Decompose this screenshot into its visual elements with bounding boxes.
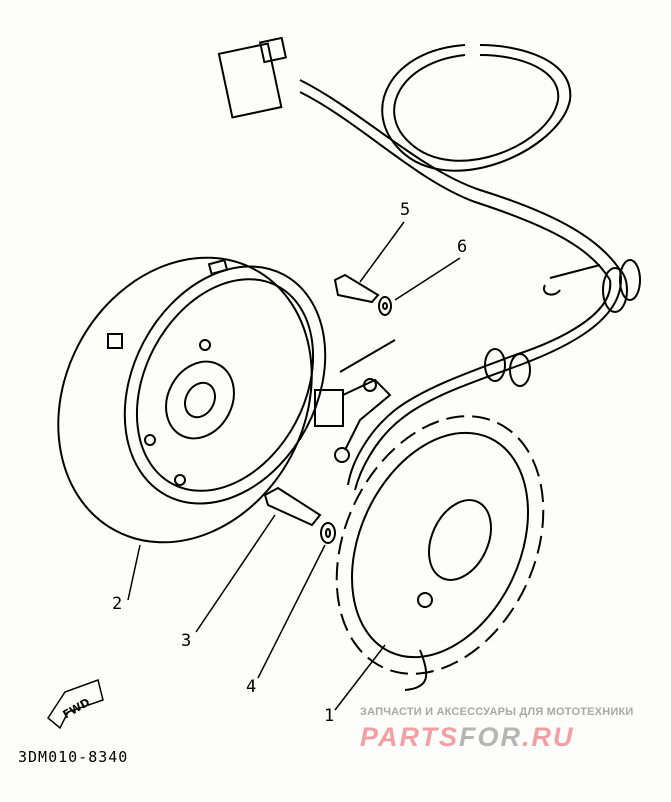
part-label-2: 2: [112, 594, 123, 614]
watermark-brand-parts: PARTS: [360, 722, 460, 752]
leader-lines: [127, 221, 461, 711]
wire-harness: [217, 36, 641, 491]
part-label-3: 3: [181, 631, 192, 651]
part-label-6: 6: [457, 237, 468, 257]
part-label-1: 1: [324, 706, 335, 726]
watermark-brand-ru: .RU: [522, 722, 575, 752]
flywheel-rotor: [57, 256, 327, 544]
watermark-brand: PARTSFOR.RU: [360, 722, 575, 753]
fwd-arrow-icon: [47, 679, 104, 730]
watermark-brand-for: FOR: [459, 722, 523, 752]
pickup-coil: [314, 339, 396, 463]
screws: [263, 273, 392, 544]
watermark-tagline: ЗАПЧАСТИ И АКСЕССУАРЫ ДЛЯ МОТОТЕХНИКИ: [360, 706, 634, 718]
stator-assembly: [335, 415, 545, 691]
part-label-4: 4: [246, 677, 257, 697]
diagram-code: 3DM010-8340: [18, 748, 129, 766]
part-label-5: 5: [400, 200, 411, 220]
